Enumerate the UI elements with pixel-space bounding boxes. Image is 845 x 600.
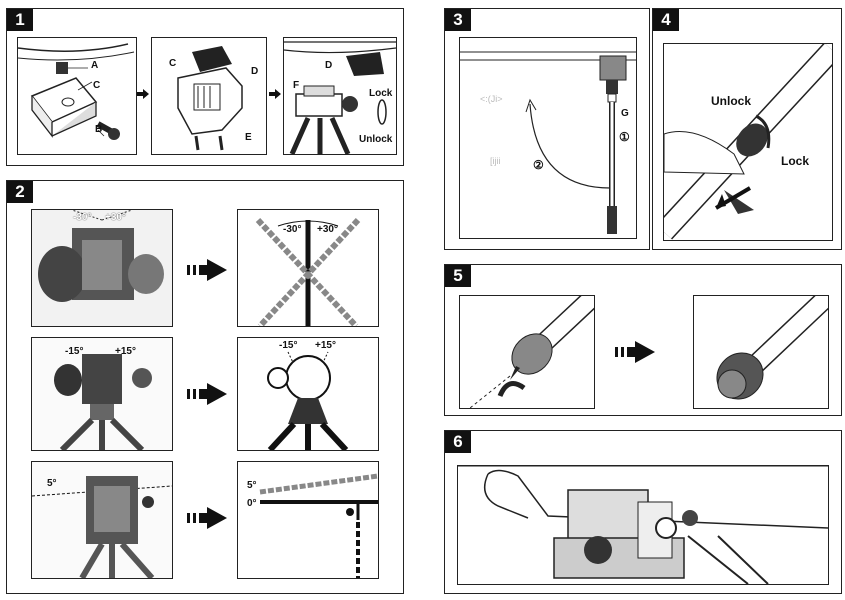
result-arrow-icon (187, 507, 227, 529)
section-5: 5 (444, 264, 842, 416)
rubber-foot-illustration (716, 296, 828, 400)
monopod-illustration: <:(Ji> [ijii (460, 51, 636, 234)
level-head-photo (32, 462, 172, 578)
level-photo (31, 461, 173, 579)
step-arrow-icon (269, 89, 281, 99)
foot-spike-panel (459, 295, 595, 409)
leg-lock-illustration (664, 44, 832, 240)
angle-5-diagram: 5° (247, 480, 257, 491)
section-1: 1 A C B (6, 8, 404, 166)
section-6: 6 (444, 430, 842, 594)
section-2: 2 -30° +30° -30° +30° (6, 180, 404, 594)
label-lock: Lock (781, 154, 810, 168)
angle-5-label: 5° (47, 478, 57, 489)
label-a: A (91, 60, 99, 71)
label-f: F (293, 80, 300, 91)
angle-plus15-diagram: +15° (315, 340, 336, 351)
section-6-badge: 6 (445, 431, 471, 453)
angle-minus15-label: -15° (65, 346, 84, 357)
label-c-step2: C (169, 58, 177, 69)
angle-minus30-label: -30° (73, 212, 92, 223)
result-arrow-icon (187, 383, 227, 405)
label-c: C (93, 80, 101, 91)
step-1-marker: ① (619, 130, 630, 144)
tilt-diagram (237, 337, 379, 451)
section-1-badge: 1 (7, 9, 33, 31)
angle-minus15-diagram: -15° (279, 340, 298, 351)
plate-illustration (18, 43, 135, 140)
monopod-panel: <:(Ji> [ijii (459, 37, 637, 239)
level-diagram (237, 461, 379, 579)
label-e: E (245, 132, 252, 143)
rubber-foot-panel (693, 295, 829, 409)
step1-panel-mounted (283, 37, 397, 155)
angle-plus30-diagram: +30° (317, 224, 338, 235)
section-2-badge: 2 (7, 181, 33, 203)
label-b: B (95, 124, 103, 135)
step-arrow-icon (137, 89, 149, 99)
section-4: 4 Unlock Lock (652, 8, 842, 250)
pan-head-photo (32, 210, 172, 326)
tilt-range-diagram (267, 351, 349, 450)
svg-text:[ijii: [ijii (490, 156, 501, 166)
pan-range-diagram (255, 217, 361, 326)
svg-text:<:(Ji>: <:(Ji> (480, 94, 503, 104)
leg-lock-panel (663, 43, 833, 241)
section-3-badge: 3 (445, 9, 471, 31)
clamp-illustration (177, 46, 243, 151)
camera-mount-illustration (458, 466, 828, 584)
angle-plus30-label: +30° (105, 212, 126, 223)
tilt-head-photo (32, 338, 172, 450)
label-lock: Lock (369, 88, 393, 99)
label-unlock: Unlock (711, 94, 752, 108)
section-5-badge: 5 (445, 265, 471, 287)
pan-left-diagram (237, 209, 379, 327)
step-2-marker: ② (533, 158, 544, 172)
section-3: 3 <:(Ji> [ijii G ① ② (444, 8, 650, 250)
step1-panel-plate (17, 37, 137, 155)
result-arrow-icon (187, 259, 227, 281)
section-4-badge: 4 (653, 9, 679, 31)
pan-left-photo (31, 209, 173, 327)
camera-mount-panel (457, 465, 829, 585)
label-g: G (621, 108, 629, 119)
angle-0-diagram: 0° (247, 498, 257, 509)
tilt-photo (31, 337, 173, 451)
label-unlock: Unlock (359, 134, 393, 145)
step1-panel-clamp (151, 37, 267, 155)
result-arrow-icon (615, 341, 655, 363)
foot-spike-illustration (469, 296, 594, 408)
label-d: D (251, 66, 259, 77)
level-range-diagram (259, 473, 378, 578)
angle-minus30-diagram: -30° (283, 224, 302, 235)
angle-plus15-label: +15° (115, 346, 136, 357)
label-d-step3: D (325, 60, 333, 71)
mounted-head-illustration (284, 41, 396, 154)
